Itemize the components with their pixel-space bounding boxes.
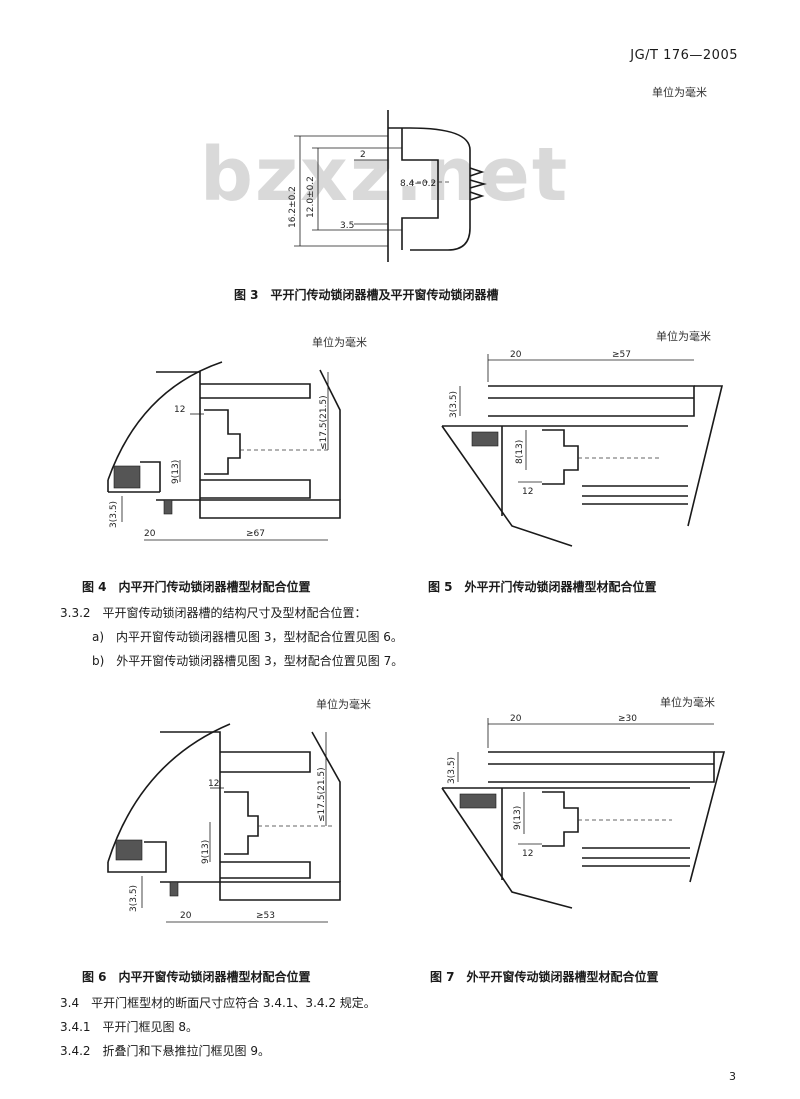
figure-7-drawing: 20 ≥30 3(3.5) 9(13) 12 — [441, 714, 726, 909]
clause-3-3-2-a: a) 内平开窗传动锁闭器槽见图 3，型材配合位置见图 6。 — [92, 630, 403, 644]
fig6-dim-12: 12 — [208, 779, 219, 789]
fig7-caption: 图 7 外平开窗传动锁闭器槽型材配合位置 — [430, 970, 659, 984]
fig4-frame — [156, 371, 341, 519]
clause-3-4: 3.4 平开门框型材的断面尺寸应符合 3.4.1、3.4.2 规定。 — [60, 996, 376, 1010]
fig4-dim-12: 12 — [174, 405, 185, 415]
clause-3-4-2: 3.4.2 折叠门和下悬推拉门框见图 9。 — [60, 1044, 270, 1058]
fig7-slope — [441, 751, 726, 909]
fig4-unit-note: 单位为毫米 — [312, 336, 367, 349]
fig4-arc — [107, 361, 223, 481]
fig7-sash — [442, 787, 690, 880]
fig6-dim-20: 20 — [180, 911, 192, 921]
watermark: bzxz.net — [200, 132, 570, 218]
fig3-slot — [401, 128, 439, 250]
fig6-hatch-1 — [115, 839, 143, 861]
fig5-hatch — [471, 431, 499, 447]
fig5-dim-12: 12 — [522, 487, 533, 497]
figure-6-drawing: 12 9(13) 3(3.5) 20 ≥53 ≤17.5(21.5) — [107, 723, 341, 923]
fig7-hatch — [459, 793, 497, 809]
fig7-frame — [488, 751, 715, 783]
fig7-dim-9: 9(13) — [513, 806, 523, 830]
fig4-sash — [200, 383, 311, 399]
fig5-dim-ge: ≥57 — [612, 350, 631, 360]
fig6-unit-note: 单位为毫米 — [316, 698, 371, 711]
fig5-caption: 图 5 外平开门传动锁闭器槽型材配合位置 — [428, 580, 657, 594]
fig6-groove — [224, 791, 259, 855]
figure-5-drawing: 20 ≥57 3(3.5) 8(13) 12 — [441, 350, 724, 547]
figure-3-drawing: 16.2±0.2 12.0±0.2 2 8.4−0.2 3.5 — [288, 110, 487, 262]
fig4-dim-9: 9(13) — [171, 460, 181, 484]
fig4-dim-3: 3(3.5) — [109, 501, 119, 528]
fig5-dim-8: 8(13) — [515, 440, 525, 464]
fig3-unit-note: 单位为毫米 — [652, 86, 707, 99]
fig7-unit-note: 单位为毫米 — [660, 696, 715, 709]
clause-3-4-1: 3.4.1 平开门框见图 8。 — [60, 1020, 198, 1034]
fig7-dim-20: 20 — [510, 714, 522, 724]
figure-4-drawing: 12 9(13) 3(3.5) 20 ≥67 ≤17.5(21.5) — [107, 361, 341, 541]
fig7-dim-12: 12 — [522, 849, 533, 859]
fig7-dim-ge: ≥30 — [618, 714, 637, 724]
fig3-teeth — [469, 167, 487, 201]
fig3-caption: 图 3 平开门传动锁闭器槽及平开窗传动锁闭器槽 — [234, 288, 499, 302]
fig6-frame — [160, 731, 341, 901]
fig4-groove — [204, 409, 241, 475]
fig5-dim-3: 3(3.5) — [449, 391, 459, 418]
fig3-dim-slot: 8.4−0.2 — [400, 179, 436, 189]
fig4-dim-le: ≤17.5(21.5) — [319, 395, 329, 450]
page-number: 3 — [729, 1070, 736, 1083]
fig7-dim-3: 3(3.5) — [447, 757, 457, 784]
fig6-dim-le: ≤17.5(21.5) — [317, 767, 327, 822]
fig5-frame — [488, 385, 695, 417]
fig5-groove — [542, 429, 579, 485]
fig3-dim-overall: 16.2±0.2 — [288, 186, 298, 228]
fig7-groove — [542, 791, 579, 847]
clause-3-3-2-b: b) 外平开窗传动锁闭器槽见图 3，型材配合位置见图 7。 — [92, 654, 404, 668]
fig5-unit-note: 单位为毫米 — [656, 330, 711, 343]
fig6-sash — [220, 751, 311, 773]
fig3-dim-inner: 12.0±0.2 — [306, 176, 316, 218]
fig5-sash — [442, 425, 688, 516]
fig3-profile-outline — [387, 110, 471, 262]
standard-number: JG/T 176—2005 — [630, 48, 738, 63]
fig5-slope — [441, 385, 724, 547]
fig6-arc — [107, 723, 231, 863]
fig6-caption: 图 6 内平开窗传动锁闭器槽型材配合位置 — [82, 970, 311, 984]
fig4-hatch-1 — [113, 465, 141, 489]
fig6-dim-3: 3(3.5) — [129, 885, 139, 912]
fig4-caption: 图 4 内平开门传动锁闭器槽型材配合位置 — [82, 580, 311, 594]
clause-3-3-2: 3.3.2 平开窗传动锁闭器槽的结构尺寸及型材配合位置： — [60, 606, 367, 620]
fig3-dim-top-gap: 2 — [360, 150, 366, 160]
fig4-dim-ge: ≥67 — [246, 529, 265, 539]
fig5-dim-20: 20 — [510, 350, 522, 360]
fig3-dim-bottom-gap: 3.5 — [340, 221, 354, 231]
fig6-dim-9: 9(13) — [201, 840, 211, 864]
fig6-dim-ge: ≥53 — [256, 911, 275, 921]
fig4-dim-20: 20 — [144, 529, 156, 539]
